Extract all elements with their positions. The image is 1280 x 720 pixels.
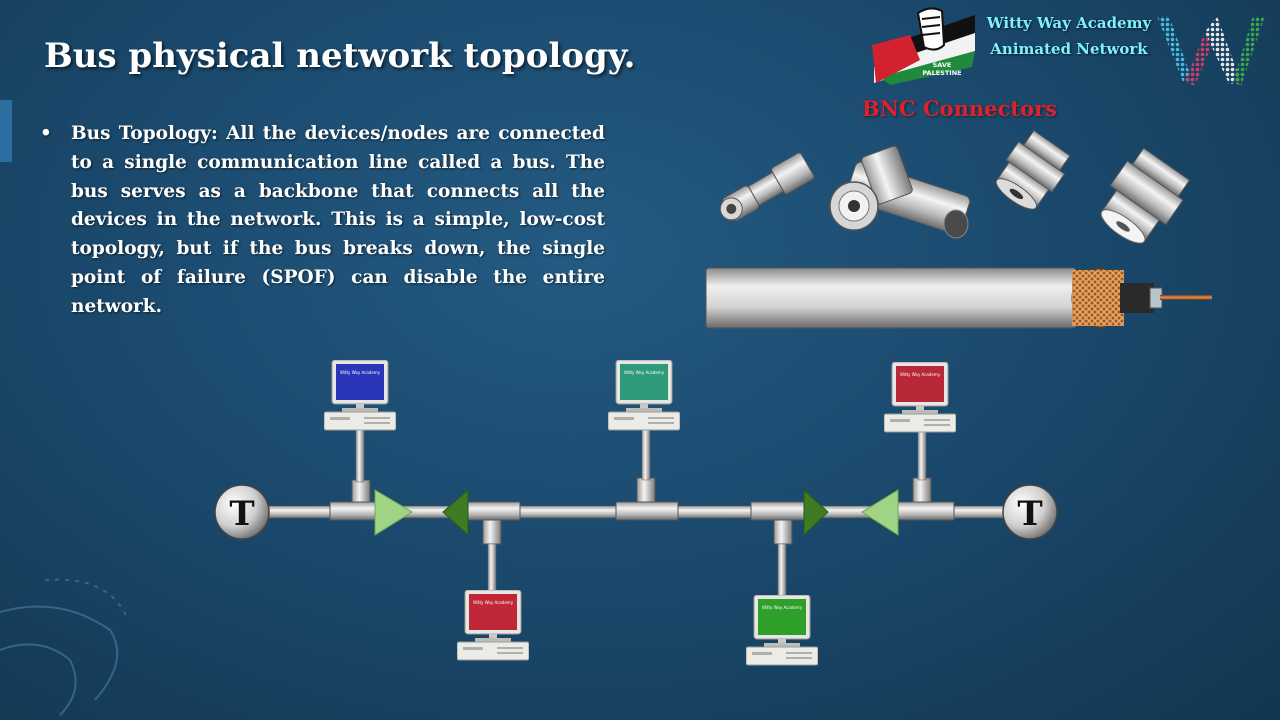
palestine-line1: SAVE xyxy=(932,61,952,69)
monitor-caption-2: Witty Way Academy xyxy=(473,600,514,605)
ww-logo-icon xyxy=(1157,16,1265,86)
academy-name: Witty Way Academy Animated Network xyxy=(985,10,1153,62)
terminator-right: T xyxy=(1002,484,1058,540)
academy-line2: Animated Network xyxy=(990,40,1148,58)
coaxial-cable xyxy=(705,267,1212,329)
bnc-f-adapter-connector xyxy=(995,129,1071,210)
bnc-straight-connector xyxy=(719,152,815,222)
computer-node-4: Witty Way Academy xyxy=(746,595,818,666)
bnc-t-connector xyxy=(829,145,971,239)
academy-line1: Witty Way Academy xyxy=(986,14,1152,32)
monitor-caption-1: Witty Way Academy xyxy=(340,370,381,375)
computer-node-1: Witty Way Academy xyxy=(324,360,396,431)
signal-arrows xyxy=(374,488,899,537)
monitor-caption-4: Witty Way Academy xyxy=(762,605,803,610)
accent-bar xyxy=(0,100,12,162)
terminator-left-label: T xyxy=(229,494,254,534)
arrow-left-1 xyxy=(442,488,469,537)
bullet-text: Bus Topology: All the devices/nodes are … xyxy=(71,123,605,317)
monitor-screen-4 xyxy=(758,599,806,635)
bullet-marker: • xyxy=(40,123,52,144)
palestine-line2: PALESTINE xyxy=(922,69,962,77)
monitor-screen-5 xyxy=(896,366,944,402)
f-barrel-connector xyxy=(1100,147,1191,244)
arrow-left-2 xyxy=(861,489,899,536)
computer-node-3: Witty Way Academy xyxy=(608,360,680,431)
terminator-right-label: T xyxy=(1017,494,1042,534)
save-palestine-badge: SAVE PALESTINE xyxy=(870,5,980,85)
tap-connector-5 xyxy=(891,477,955,521)
arrow-right-2 xyxy=(803,488,829,537)
arrow-right-1 xyxy=(374,489,413,536)
bnc-connectors-label: BNC Connectors xyxy=(862,96,1057,121)
monitor-screen-1 xyxy=(336,364,384,400)
monitor-caption-3: Witty Way Academy xyxy=(624,370,665,375)
bullet-item: • Bus Topology: All the devices/nodes ar… xyxy=(40,120,605,322)
tap-connector-3 xyxy=(615,477,679,521)
monitor-caption-5: Witty Way Academy xyxy=(900,372,941,377)
monitor-screen-3 xyxy=(620,364,668,400)
decorative-swirl-icon xyxy=(0,578,129,716)
computer-node-2: Witty Way Academy xyxy=(457,590,529,661)
terminator-left: T xyxy=(214,484,270,540)
slide-title: Bus physical network topology. xyxy=(44,36,636,76)
monitor-screen-2 xyxy=(469,594,517,630)
computer-node-5: Witty Way Academy xyxy=(884,362,956,433)
palestine-flag-icon xyxy=(872,7,975,85)
